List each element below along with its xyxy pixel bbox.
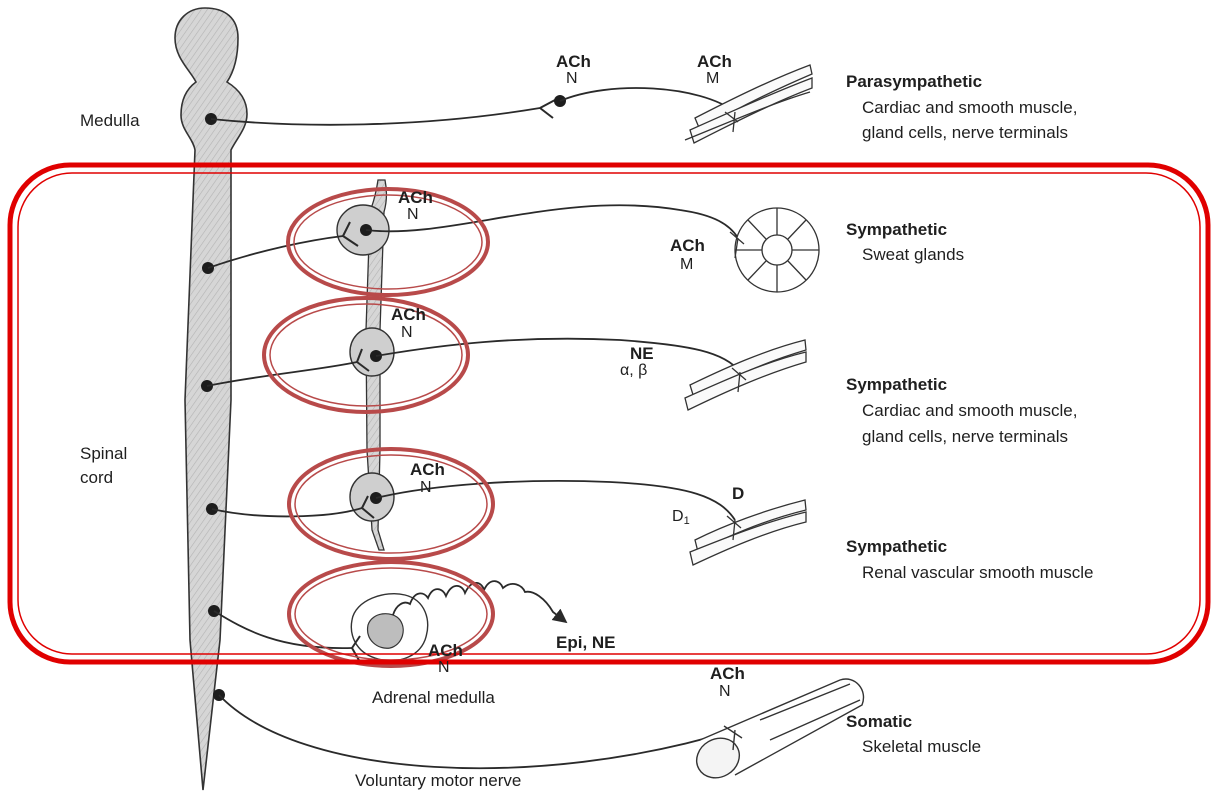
adrenal-medulla-inner [368,614,404,649]
highlight-ganglion-1-inner [294,195,482,289]
label-medulla: Medulla [80,111,140,131]
spinal-cord-shape [175,8,247,790]
pathway-5-target-rec: N [719,683,731,701]
pathway-4-ganglion-rec: N [438,659,450,677]
pathway-2-target-nt: NE [630,344,654,364]
pathway-2-ganglion-rec: N [401,324,413,342]
pathway-2-target-rec: α, β [620,362,647,380]
pathway-0-ganglion-nt: ACh [556,52,591,72]
pathway-1-target-rec: M [680,256,693,274]
label-spinal-cord: Spinal cord [80,442,155,490]
pathway-3-target-nt: D [732,484,744,504]
pathway-3-title: Sympathetic [846,537,947,557]
pathway-3-ganglion-nt: ACh [410,460,445,480]
pathway-3-ganglion-rec: N [420,479,432,497]
pathway-5-desc-1: Skeletal muscle [862,737,981,757]
pathway-1-ganglion-rec: N [407,206,419,224]
pathway-0-target-rec: M [706,70,719,88]
label-voluntary-motor-nerve: Voluntary motor nerve [355,771,521,791]
pathway-4-release: Epi, NE [556,633,616,653]
pathway-3-desc-1: Renal vascular smooth muscle [862,563,1093,583]
pathway-1-ganglion-nt: ACh [398,188,433,208]
smooth-muscle-parasympathetic [685,65,812,143]
pathway-2-title: Sympathetic [846,375,947,395]
pathway-1-target-nt: ACh [670,236,705,256]
skeletal-muscle [689,679,863,785]
pathway-0-title: Parasympathetic [846,72,982,92]
pathway-5-title: Somatic [846,712,912,732]
pathway-4-ganglion-nt: ACh [428,641,463,661]
pathway-1-desc-1: Sweat glands [862,245,964,265]
pathway-0-desc-1: Cardiac and smooth muscle, [862,98,1077,118]
pathway-2-desc-1: Cardiac and smooth muscle, [862,401,1077,421]
renal-vascular-muscle [690,500,806,565]
pathway-3-target-rec: D1 [672,508,690,528]
pathway-2-desc-2: gland cells, nerve terminals [862,427,1068,447]
pathway-1-title: Sympathetic [846,220,947,240]
pathway-5-target-nt: ACh [710,664,745,684]
sweat-gland [730,208,819,292]
pathway-0-ganglion-rec: N [566,70,578,88]
postganglionic-fibers [366,88,740,520]
pathway-2-ganglion-nt: ACh [391,305,426,325]
pathway-0-target-nt: ACh [697,52,732,72]
pathway-0-desc-2: gland cells, nerve terminals [862,123,1068,143]
label-adrenal-medulla: Adrenal medulla [372,688,495,708]
highlight-ganglion-1 [288,189,488,295]
